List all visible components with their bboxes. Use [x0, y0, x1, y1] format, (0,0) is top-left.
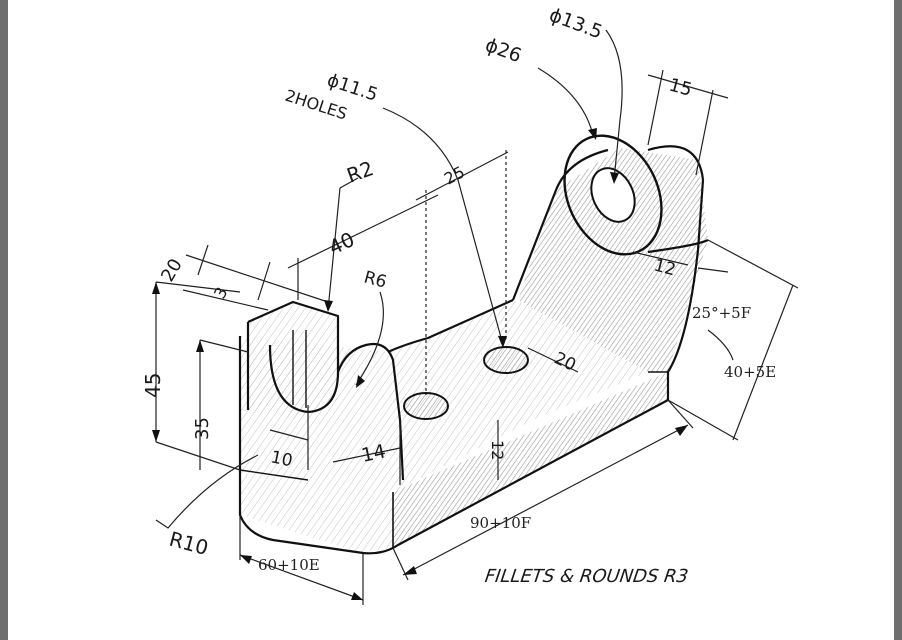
- isometric-drawing: ϕ13.5 ϕ26 15 ϕ11.5 2HOLES R2 25 40 20 3 …: [141, 4, 799, 605]
- dim-r10: R10: [167, 527, 211, 560]
- dim-60-10e: 60+10E: [258, 556, 320, 574]
- dim-phi-26: ϕ26: [482, 34, 524, 67]
- dimension-lines: [155, 29, 799, 605]
- part-outline: [238, 134, 709, 555]
- dim-angle-25: 25°+5F: [692, 304, 751, 322]
- dim-12-base: 12: [488, 440, 507, 460]
- fillets-rounds-note: FILLETS & ROUNDS R3: [484, 566, 690, 587]
- dim-phi-13-5: ϕ13.5: [546, 4, 605, 43]
- drawing-frame: ϕ13.5 ϕ26 15 ϕ11.5 2HOLES R2 25 40 20 3 …: [8, 0, 894, 640]
- dim-90-10f: 90+10F: [470, 514, 531, 532]
- dim-14: 14: [359, 440, 387, 467]
- arrowheads: [152, 128, 688, 600]
- part-shading: [240, 148, 708, 552]
- dim-35: 35: [192, 417, 213, 440]
- dim-15: 15: [667, 75, 695, 101]
- dim-3: 3: [210, 284, 232, 302]
- dim-45: 45: [141, 373, 165, 398]
- base-holes: [403, 346, 529, 420]
- dim-20-top: 20: [157, 255, 187, 285]
- dim-40-5e: 40+5E: [724, 363, 776, 381]
- dim-40: 40: [325, 227, 358, 260]
- dim-r6: R6: [362, 268, 389, 293]
- dim-10: 10: [269, 447, 294, 471]
